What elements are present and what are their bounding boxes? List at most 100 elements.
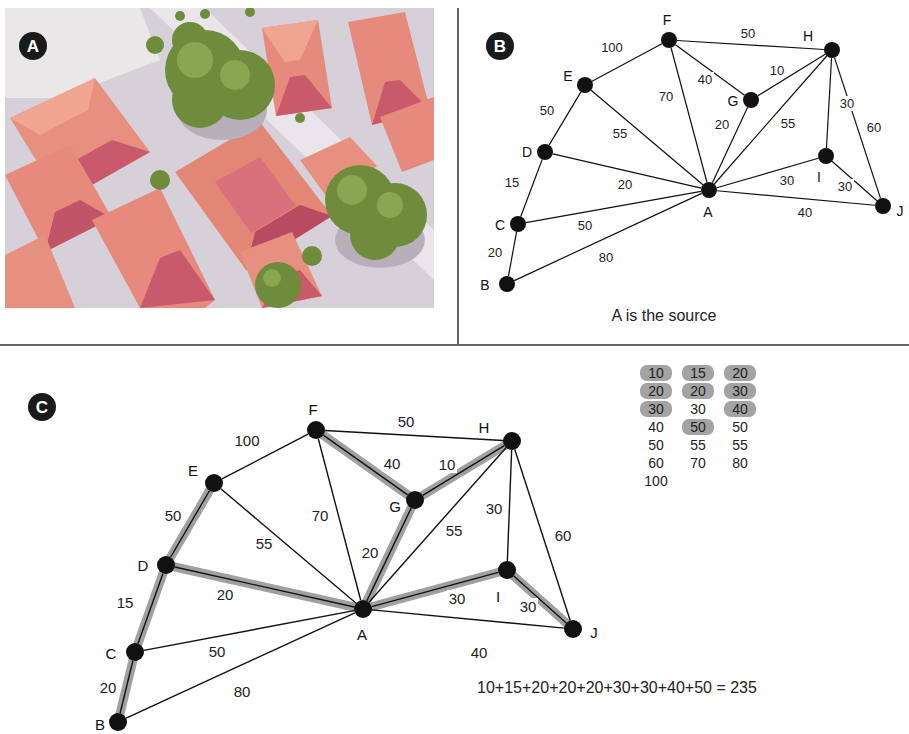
vertex-label: D (522, 145, 532, 159)
sorted-weight: 30 (690, 402, 706, 416)
highlight-stroke (118, 652, 135, 722)
edge-weight: 55 (444, 522, 465, 539)
graph-edge (832, 161, 877, 200)
panel-letter: C (36, 399, 48, 416)
graph-vertex: E (205, 474, 223, 492)
aerial-illustration (5, 8, 434, 308)
caption-note: A is the source (612, 308, 717, 324)
edge-weight: 80 (232, 683, 253, 700)
graph-vertex: J (875, 198, 891, 214)
vertex-label: I (817, 170, 821, 184)
graph-vertex: C (126, 643, 144, 661)
edge-weight: 50 (163, 507, 184, 524)
vertex-label: J (590, 625, 598, 640)
edge-weight: 15 (503, 175, 521, 190)
graph-vertex: I (498, 561, 516, 579)
vertex-label: F (663, 13, 672, 27)
graph-edge (325, 431, 503, 441)
graph-edge (758, 54, 825, 96)
edge-weight: 40 (796, 205, 814, 220)
panel-divider (457, 8, 459, 344)
highlight-stroke (135, 565, 166, 652)
graph-vertex: H (824, 42, 840, 58)
graph-vertex: A (701, 182, 717, 198)
graph-edge (677, 40, 824, 49)
graph-edge (126, 613, 355, 718)
edge-weight: 20 (713, 117, 731, 132)
edge-weight: 100 (599, 40, 625, 55)
graph-edge (671, 48, 707, 183)
graph-vertex: B (499, 276, 515, 292)
edge-weight: 30 (778, 173, 796, 188)
graph-edge (144, 611, 354, 651)
graph-edge (423, 446, 505, 496)
edge-weight: 40 (696, 72, 714, 87)
sorted-weight: 15 (690, 366, 706, 380)
sorted-weight: 50 (690, 420, 706, 434)
panel-letter: B (494, 38, 506, 55)
panel-badge: B (486, 32, 514, 60)
edge-weight: 30 (836, 179, 854, 194)
panel-divider (0, 344, 909, 346)
edge-weight: 50 (538, 103, 556, 118)
edge-weight: 40 (469, 644, 490, 661)
edge-weight: 55 (254, 535, 275, 552)
vertex-label: I (496, 589, 500, 604)
graph-vertex: A (354, 600, 372, 618)
panel-letter: A (27, 38, 39, 55)
vertex-label: A (357, 627, 367, 642)
vertex-label: B (95, 717, 105, 732)
edge-weight: 50 (207, 643, 228, 660)
graph-edge (514, 576, 567, 623)
edge-weight: 20 (98, 679, 119, 696)
graph-vertex: B (109, 713, 127, 731)
graph-edge (712, 107, 747, 183)
vertex-label: G (389, 499, 401, 514)
vertex-label: F (308, 402, 317, 417)
sorted-weight: 40 (732, 402, 748, 416)
edge-weight: 50 (739, 26, 757, 41)
sorted-weight: 20 (648, 384, 664, 398)
highlight-stroke (415, 441, 512, 500)
edge-weight: 15 (115, 594, 136, 611)
graph-vertex: E (577, 77, 593, 93)
edge-weight: 60 (553, 527, 574, 544)
sorted-weight: 60 (648, 456, 664, 470)
sorted-weight: 50 (732, 420, 748, 434)
sorted-weight: 20 (690, 384, 706, 398)
vertex-label: A (703, 205, 712, 219)
sorted-weight: 100 (644, 474, 667, 488)
graph-edge (826, 58, 831, 148)
edge-weight: 40 (382, 455, 403, 472)
panel-badge: A (19, 32, 47, 60)
graph-edge (514, 193, 701, 280)
sorted-weight: 80 (732, 456, 748, 470)
edge-weight: 30 (484, 500, 505, 517)
sorted-weight: 30 (648, 402, 664, 416)
vertex-label: B (480, 278, 489, 292)
edge-weight: 70 (310, 507, 331, 524)
graph-edge (323, 435, 407, 495)
sorted-weight: 70 (690, 456, 706, 470)
graph-vertex: I (818, 148, 834, 164)
sorted-weight: 55 (732, 438, 748, 452)
graph-vertex: D (157, 556, 175, 574)
graph-vertex: F (661, 32, 677, 48)
graph-edge (120, 661, 133, 714)
edge-weight: 55 (779, 116, 797, 131)
sorted-weight: 20 (732, 366, 748, 380)
graph-edge (521, 159, 542, 216)
edge-weight: 80 (597, 250, 615, 265)
graph-edge (175, 567, 354, 607)
vertex-label: C (106, 646, 117, 661)
sorted-weight: 55 (690, 438, 706, 452)
edge-layer (120, 40, 880, 718)
edge-weight: 30 (447, 590, 468, 607)
edge-weight: 60 (865, 120, 883, 135)
panel-badge: C (28, 393, 56, 421)
graph-edge (171, 491, 210, 557)
vertex-label: D (138, 558, 149, 573)
graph-edge (372, 572, 499, 606)
